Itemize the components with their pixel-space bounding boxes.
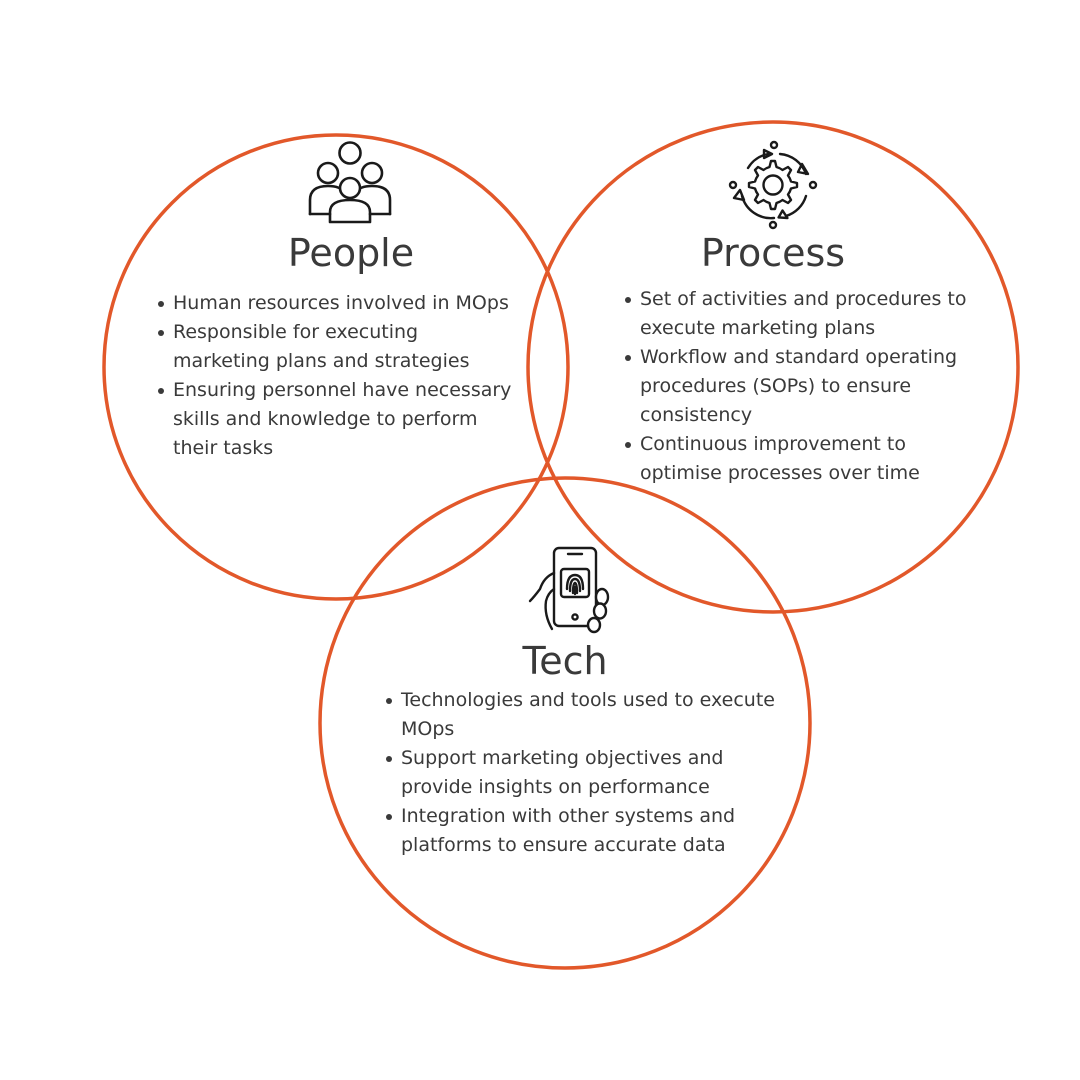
tech-title: Tech: [522, 639, 608, 683]
list-item: Human resources involved in MOps: [156, 289, 516, 318]
gear-cycle-icon: [728, 140, 818, 230]
people-bullet-list: Human resources involved in MOps Respons…: [156, 289, 516, 463]
people-group-icon: [306, 140, 394, 224]
process-title: Process: [700, 231, 846, 275]
people-title: People: [287, 231, 415, 275]
list-item: Support marketing objectives and provide…: [384, 744, 779, 802]
list-item: Ensuring personnel have necessary skills…: [156, 376, 516, 463]
list-item: Set of activities and procedures to exec…: [623, 285, 988, 343]
list-item: Responsible for executing marketing plan…: [156, 318, 516, 376]
list-item: Technologies and tools used to execute M…: [384, 686, 779, 744]
phone-fingerprint-icon: [520, 545, 612, 635]
tech-bullet-list: Technologies and tools used to execute M…: [384, 686, 779, 860]
list-item: Integration with other systems and platf…: [384, 802, 779, 860]
circle-tech: [318, 476, 812, 970]
process-bullet-list: Set of activities and procedures to exec…: [623, 285, 988, 488]
circle-people: [102, 133, 570, 601]
list-item: Workflow and standard operating procedur…: [623, 343, 988, 430]
circle-process: [526, 120, 1020, 614]
list-item: Continuous improvement to optimise proce…: [623, 430, 988, 488]
